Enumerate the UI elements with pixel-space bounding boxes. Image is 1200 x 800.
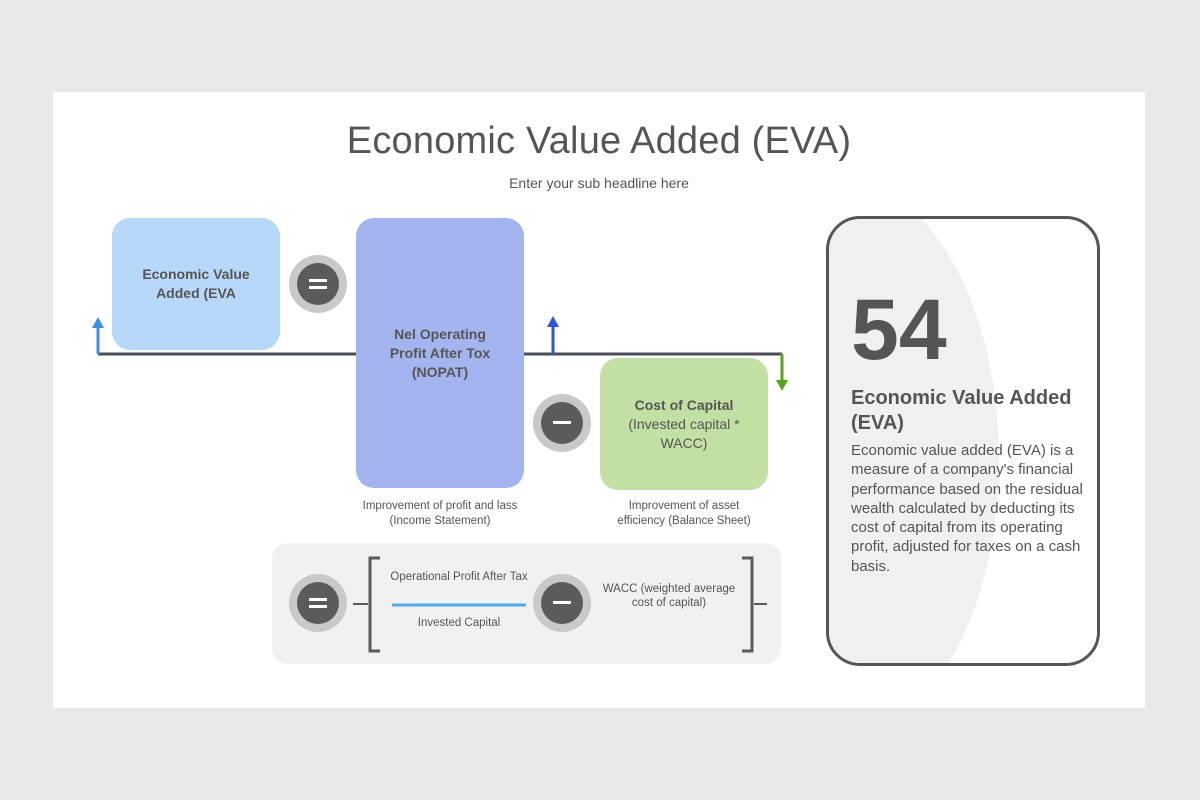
page-subtitle: Enter your sub headline here bbox=[509, 175, 689, 191]
formula-numerator: Operational Profit After Tax bbox=[390, 571, 528, 583]
formula-brackets bbox=[353, 556, 767, 653]
nopat-caption: Improvement of profit and lass (Income S… bbox=[362, 500, 518, 527]
minus-operator bbox=[533, 394, 591, 452]
formula-wacc: WACC (weighted average cost of capital) bbox=[602, 583, 736, 609]
cost-box-subtitle: (Invested capital * WACC) bbox=[628, 415, 740, 451]
nopat-box: Nel Operating Profit After Tox (NOPAT) bbox=[356, 218, 524, 488]
cost-of-capital-box: Cost of Capital (Invested capital * WACC… bbox=[600, 358, 768, 490]
slide: Economic Value Added (EVA) Enter your su… bbox=[53, 92, 1145, 708]
card-title: Economic Value Added (EVA) bbox=[851, 387, 1072, 434]
minus-icon bbox=[553, 421, 571, 424]
equals-icon bbox=[309, 598, 327, 608]
cost-caption: Improvement of asset efficiency (Balance… bbox=[617, 500, 751, 527]
eva-box-label: Economic Value Added (EVA bbox=[142, 266, 250, 301]
arrow-up-middle-icon bbox=[547, 316, 559, 354]
formula-equals-operator bbox=[289, 574, 347, 632]
formula-minus-operator bbox=[533, 574, 591, 632]
eva-box: Economic Value Added (EVA bbox=[112, 218, 280, 350]
equals-operator bbox=[289, 255, 347, 313]
eva-info-card: 54 Economic Value Added (EVA) Economic v… bbox=[826, 216, 1100, 666]
formula-denominator: Invested Capital bbox=[417, 617, 501, 629]
cost-box-title: Cost of Capital bbox=[634, 396, 734, 413]
arrow-down-right-icon bbox=[776, 354, 788, 391]
nopat-box-label: Nel Operating Profit After Tox (NOPAT) bbox=[389, 325, 491, 380]
equals-icon bbox=[309, 279, 327, 289]
arrow-up-left-icon bbox=[92, 317, 104, 354]
page-title: Economic Value Added (EVA) bbox=[346, 120, 852, 162]
card-number: 54 bbox=[851, 282, 947, 378]
card-description: Economic value added (EVA) is a measure … bbox=[851, 442, 1083, 575]
minus-icon bbox=[553, 601, 571, 604]
